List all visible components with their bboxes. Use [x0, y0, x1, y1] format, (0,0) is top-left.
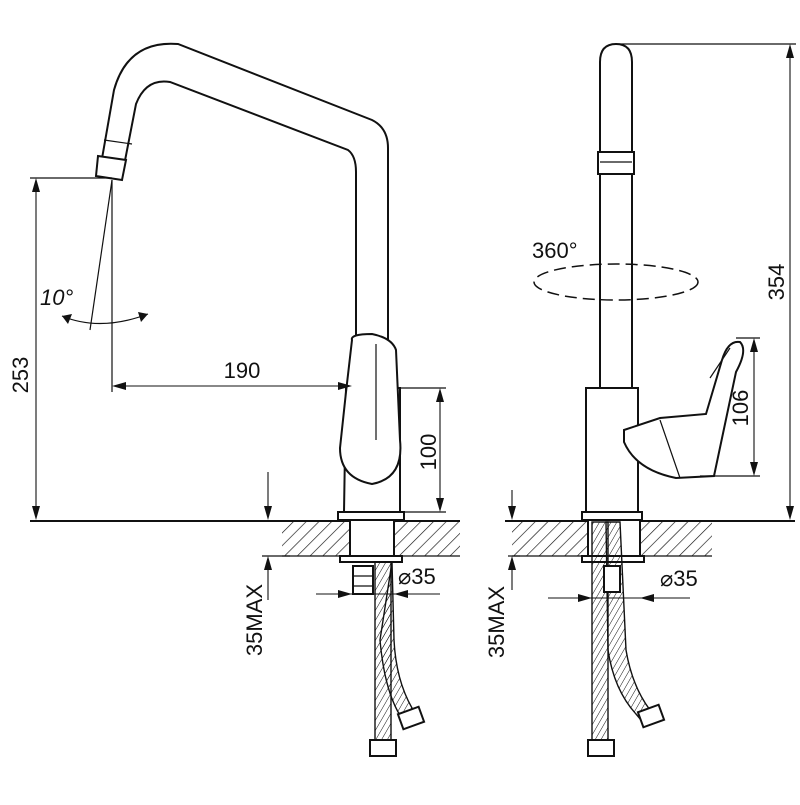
- dim-height-front: 253: [8, 177, 112, 520]
- spout-angle-label: 10°: [40, 285, 73, 310]
- dim-body-height: 100: [400, 387, 446, 513]
- dim-lever-height: 106: [700, 337, 760, 477]
- dim-reach-label: 190: [224, 358, 261, 383]
- faucet-body-front: [337, 332, 405, 563]
- dim-total-height: 354: [616, 43, 796, 520]
- dim-max-thickness-side: 35MAX: [484, 490, 520, 658]
- dim-body-height-label: 100: [416, 434, 441, 471]
- dim-hole-diameter-front: ⌀35: [316, 564, 440, 598]
- spout-angle-marker: 10°: [40, 179, 149, 392]
- spout-front: [94, 42, 389, 340]
- dim-total-height-label: 354: [764, 264, 789, 301]
- dim-lever-height-label: 106: [728, 390, 753, 427]
- dim-hole-diameter-label: ⌀35: [398, 564, 436, 589]
- dim-height-label: 253: [8, 357, 33, 394]
- rotation-label: 360°: [532, 238, 578, 263]
- dim-max-thickness-front: 35MAX: [242, 472, 290, 656]
- supply-hoses-side: [587, 521, 666, 757]
- dim-max-thickness-label: 35MAX: [242, 584, 267, 656]
- dim-hole-diameter-side: ⌀35: [548, 566, 698, 602]
- dim-max-thickness-side-label: 35MAX: [484, 586, 509, 658]
- front-view: 10° 253: [8, 42, 460, 757]
- countertop-side: [505, 520, 795, 557]
- rotation-marker: 360°: [532, 238, 699, 301]
- side-view: 360° 354: [484, 42, 796, 757]
- countertop-front: [30, 520, 460, 557]
- supply-hoses-front: [352, 561, 426, 757]
- dim-hole-diameter-side-label: ⌀35: [660, 566, 698, 591]
- spout-side: [597, 42, 635, 388]
- dim-reach: 190: [112, 358, 352, 390]
